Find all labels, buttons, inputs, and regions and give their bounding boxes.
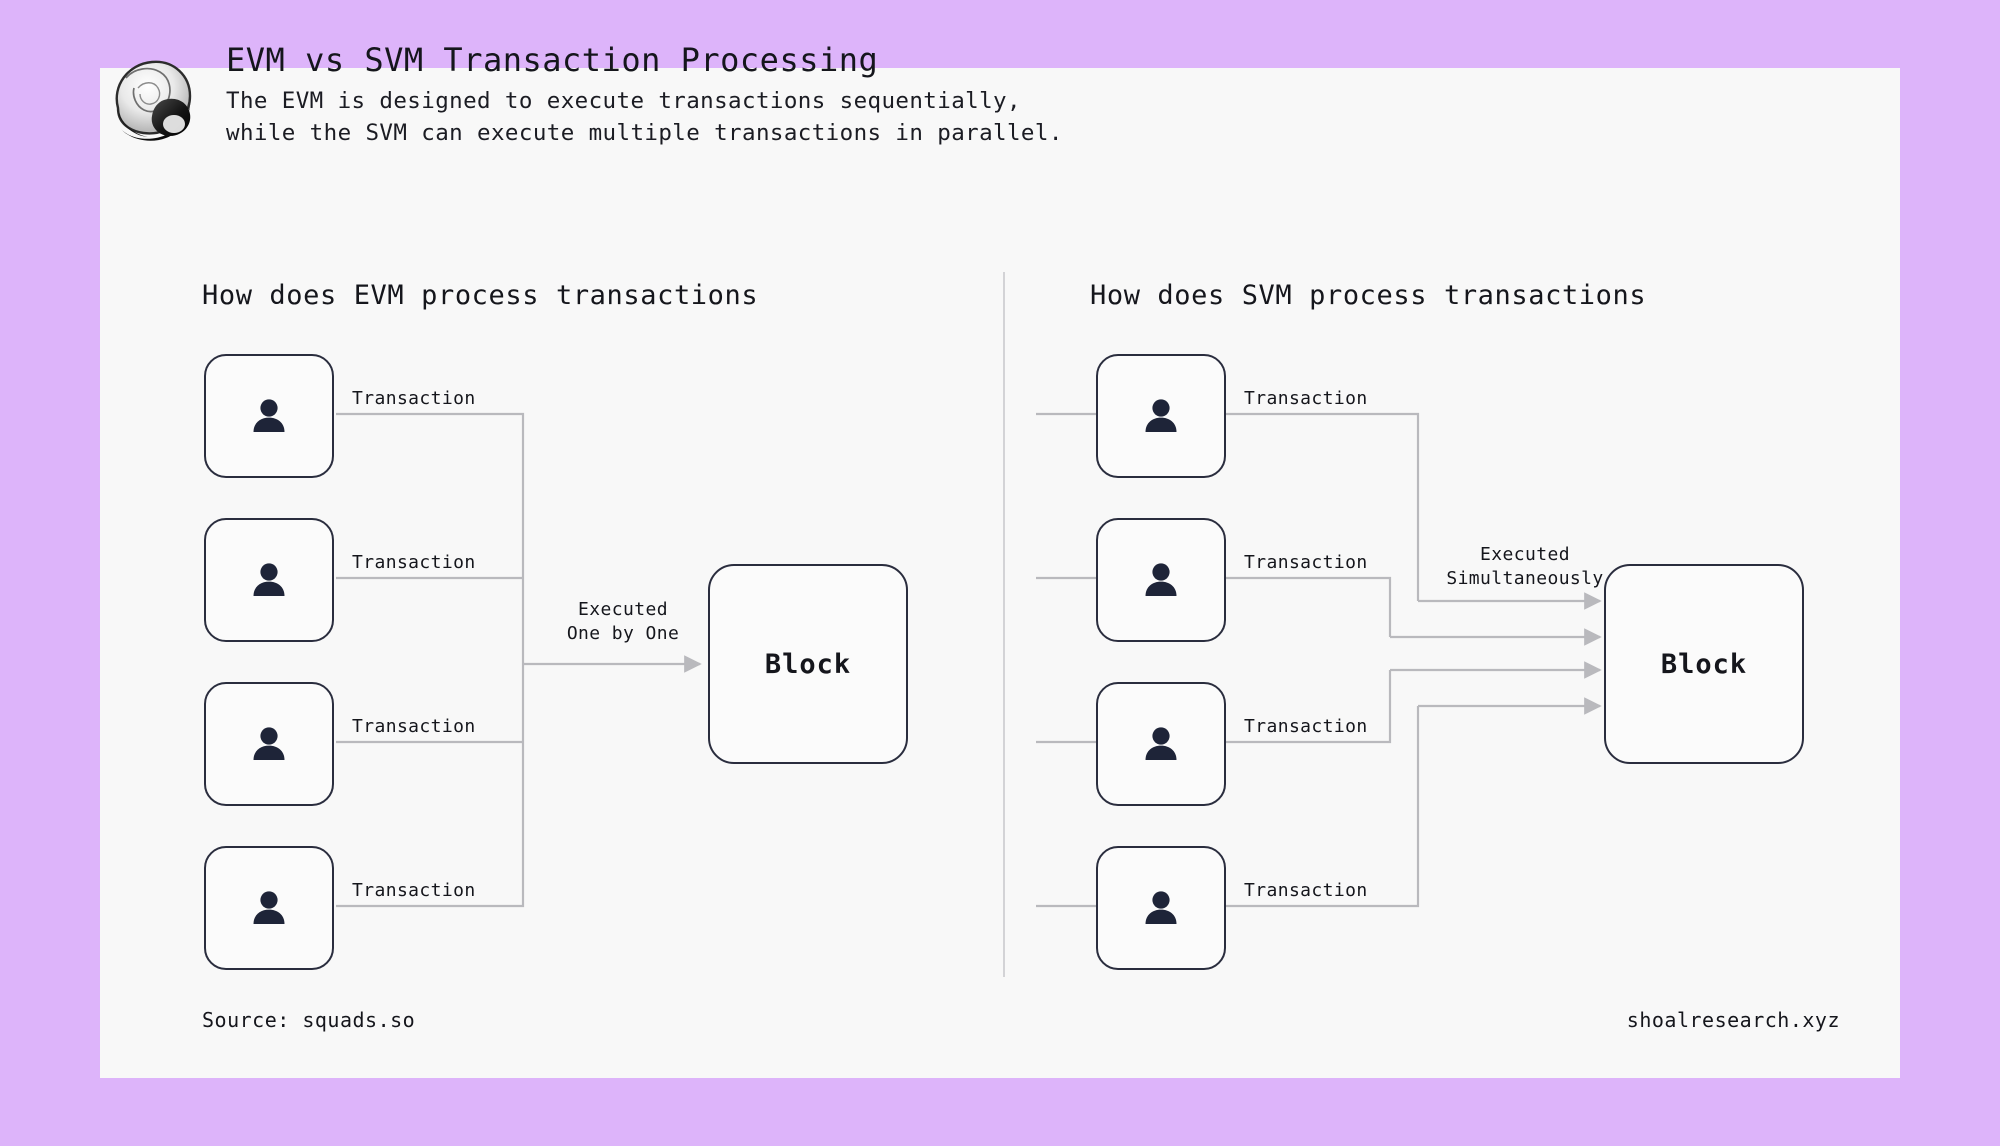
block-node-svm[interactable]: Block [1604,564,1804,764]
page-title: EVM vs SVM Transaction Processing [226,41,879,79]
edge-label-svm-3: Transaction [1244,716,1368,737]
exec-label-evm-line-2: One by One [566,622,680,644]
user-node-evm-4[interactable] [204,846,334,970]
column-heading-svm: How does SVM process transactions [1090,280,1647,311]
user-node-evm-1[interactable] [204,354,334,478]
column-divider [1003,272,1005,977]
person-icon [246,885,292,931]
edge-label-svm-1: Transaction [1244,388,1368,409]
user-node-svm-3[interactable] [1096,682,1226,806]
edge-label-svm-2: Transaction [1244,552,1368,573]
user-node-svm-4[interactable] [1096,846,1226,970]
person-icon [1138,557,1184,603]
person-icon [1138,721,1184,767]
header: EVM vs SVM Transaction Processing The EV… [100,41,1600,162]
edge-label-evm-3: Transaction [352,716,476,737]
person-icon [246,393,292,439]
snail-shell-logo [100,48,204,152]
edge-label-evm-2: Transaction [352,552,476,573]
user-node-svm-1[interactable] [1096,354,1226,478]
exec-label-evm-line-1: Executed [578,599,668,620]
column-heading-evm: How does EVM process transactions [202,280,759,311]
exec-label-svm-line-1: Executed [1480,544,1570,565]
subtitle-line-2: while the SVM can execute multiple trans… [226,119,1063,146]
footer-source: Source: squads.so [202,1008,416,1032]
subtitle-line-1: The EVM is designed to execute transacti… [226,87,1021,114]
header-text: EVM vs SVM Transaction Processing The EV… [226,41,1063,150]
footer-site[interactable]: shoalresearch.xyz [1626,1008,1840,1032]
person-icon [1138,393,1184,439]
page-subtitle: The EVM is designed to execute transacti… [226,86,1063,150]
exec-label-svm: Executed Simultaneously [1430,543,1620,591]
user-node-svm-2[interactable] [1096,518,1226,642]
user-node-evm-2[interactable] [204,518,334,642]
exec-label-evm: Executed One by One [548,598,698,646]
block-label: Block [1660,648,1748,680]
block-label: Block [764,648,852,680]
person-icon [1138,885,1184,931]
user-node-evm-3[interactable] [204,682,334,806]
person-icon [246,557,292,603]
edge-label-evm-1: Transaction [352,388,476,409]
person-icon [246,721,292,767]
exec-label-svm-line-2: Simultaneously [1446,567,1604,589]
edge-label-evm-4: Transaction [352,880,476,901]
block-node-evm[interactable]: Block [708,564,908,764]
edge-label-svm-4: Transaction [1244,880,1368,901]
